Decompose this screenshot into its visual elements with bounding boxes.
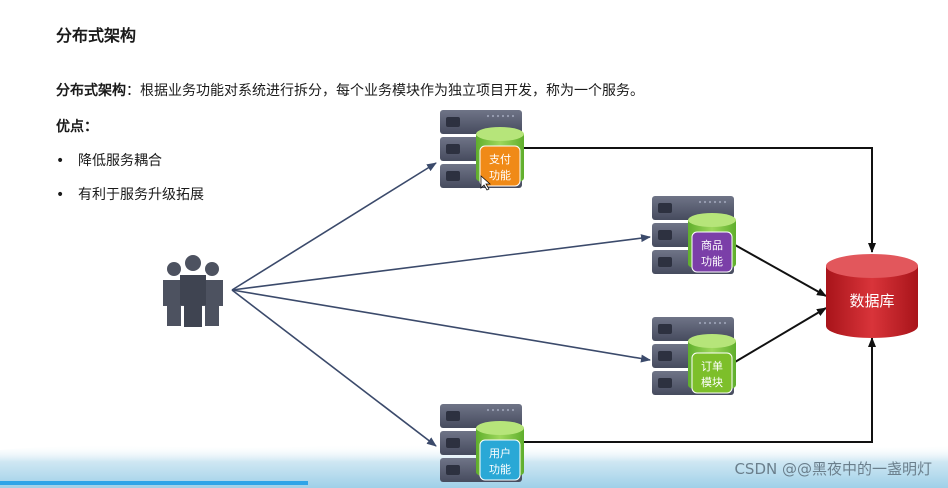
video-progress-bar[interactable] [0,481,308,485]
service-label-line2: 功能 [489,462,511,476]
arrow-users-to-payment [231,162,437,291]
server-bay [658,203,672,213]
server-vent [708,200,712,204]
advantages-label: 优点： [56,119,98,135]
people-group-icon [163,255,223,327]
server-vent [703,321,707,325]
service-cylinder-top [476,127,524,141]
description: 分布式架构：根据业务功能对系统进行拆分，每个业务模块作为独立项目开发，称为一个服… [56,80,644,100]
server-vent [723,321,727,325]
service-cylinder-top [688,334,736,348]
server-vent [506,408,510,412]
server-bay [446,411,460,421]
mouse-cursor-icon [480,175,492,191]
description-term: 分布式架构 [56,83,126,99]
server-bay [658,378,672,388]
database-label: 数据库 [849,292,894,310]
server-vent [511,408,515,412]
service-label-line1: 商品 [701,238,723,252]
server-vent [496,114,500,118]
server-bay [658,257,672,267]
server-vent [486,408,490,412]
description-text: ：根据业务功能对系统进行拆分，每个业务模块作为独立项目开发，称为一个服务。 [126,83,644,99]
service-label-line1: 用户 [489,446,511,460]
bullet-item: •降低服务耦合 [56,153,162,169]
bullet-text: 降低服务耦合 [78,153,162,169]
arrow-users-to-user [231,289,437,447]
server-vent [703,200,707,204]
server-bay [658,351,672,361]
server-vent [713,200,717,204]
server-vent [718,200,722,204]
server-vent [713,321,717,325]
service-label-box [691,352,733,394]
bullet-item: •有利于服务升级拓展 [56,187,204,203]
server-bay [658,230,672,240]
server-vent [708,321,712,325]
database-cylinder: 数据库 [826,254,918,338]
server-bay [658,324,672,334]
service-label-line2: 模块 [701,376,723,389]
watermark: CSDN @@黑夜中的一盏明灯 [734,460,932,478]
server-bay [446,144,460,154]
server-vent [501,114,505,118]
service-label-box [479,439,521,481]
server-vent [506,114,510,118]
server-vent [511,114,515,118]
arrow-payment-to-db [520,147,876,253]
server-bay [446,438,460,448]
service-label-box [691,231,733,273]
service-label-box [479,145,521,187]
service-label-line2: 功能 [701,254,723,268]
server-vent [501,408,505,412]
server-vent [698,321,702,325]
service-cylinder-top [476,421,524,435]
service-cylinder-top [688,213,736,227]
service-label-line1: 支付 [489,153,511,166]
server-vent [718,321,722,325]
arrow-product-to-db [734,244,827,297]
server-bay [446,117,460,127]
page-title: 分布式架构 [56,26,137,45]
server-vent [491,114,495,118]
bullet-text: 有利于服务升级拓展 [78,187,204,203]
server-vent [491,408,495,412]
server-vent [496,408,500,412]
server-vent [723,200,727,204]
arrow-user-to-db [520,337,876,443]
server-bay [446,171,460,181]
arrow-users-to-order [231,289,651,363]
arrow-users-to-product [231,234,651,291]
server-bay [446,465,460,475]
service-label-line2: 功能 [489,168,511,182]
server-vent [698,200,702,204]
arrow-order-to-db [734,307,827,363]
server-vent [486,114,490,118]
service-label-line1: 订单 [701,360,723,373]
